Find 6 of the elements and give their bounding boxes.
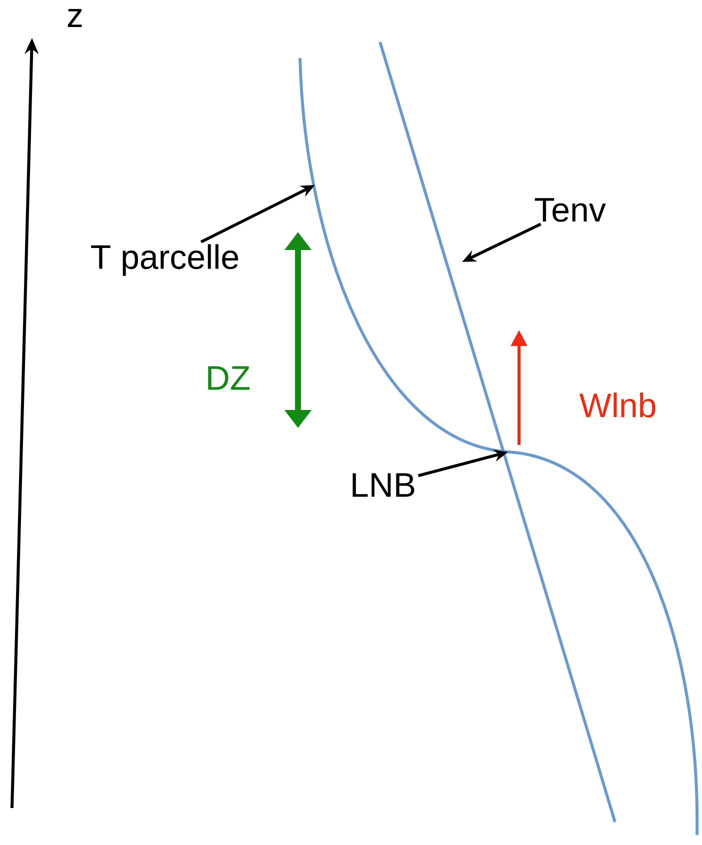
curve-label: T parcelle [91,244,238,276]
arrow-label: DZ [208,366,250,390]
axis-label: z [68,9,82,27]
arrow-label: Wlnb [579,392,656,418]
curve-label: Tenv [534,198,606,222]
curve-label: LNB [352,473,414,497]
